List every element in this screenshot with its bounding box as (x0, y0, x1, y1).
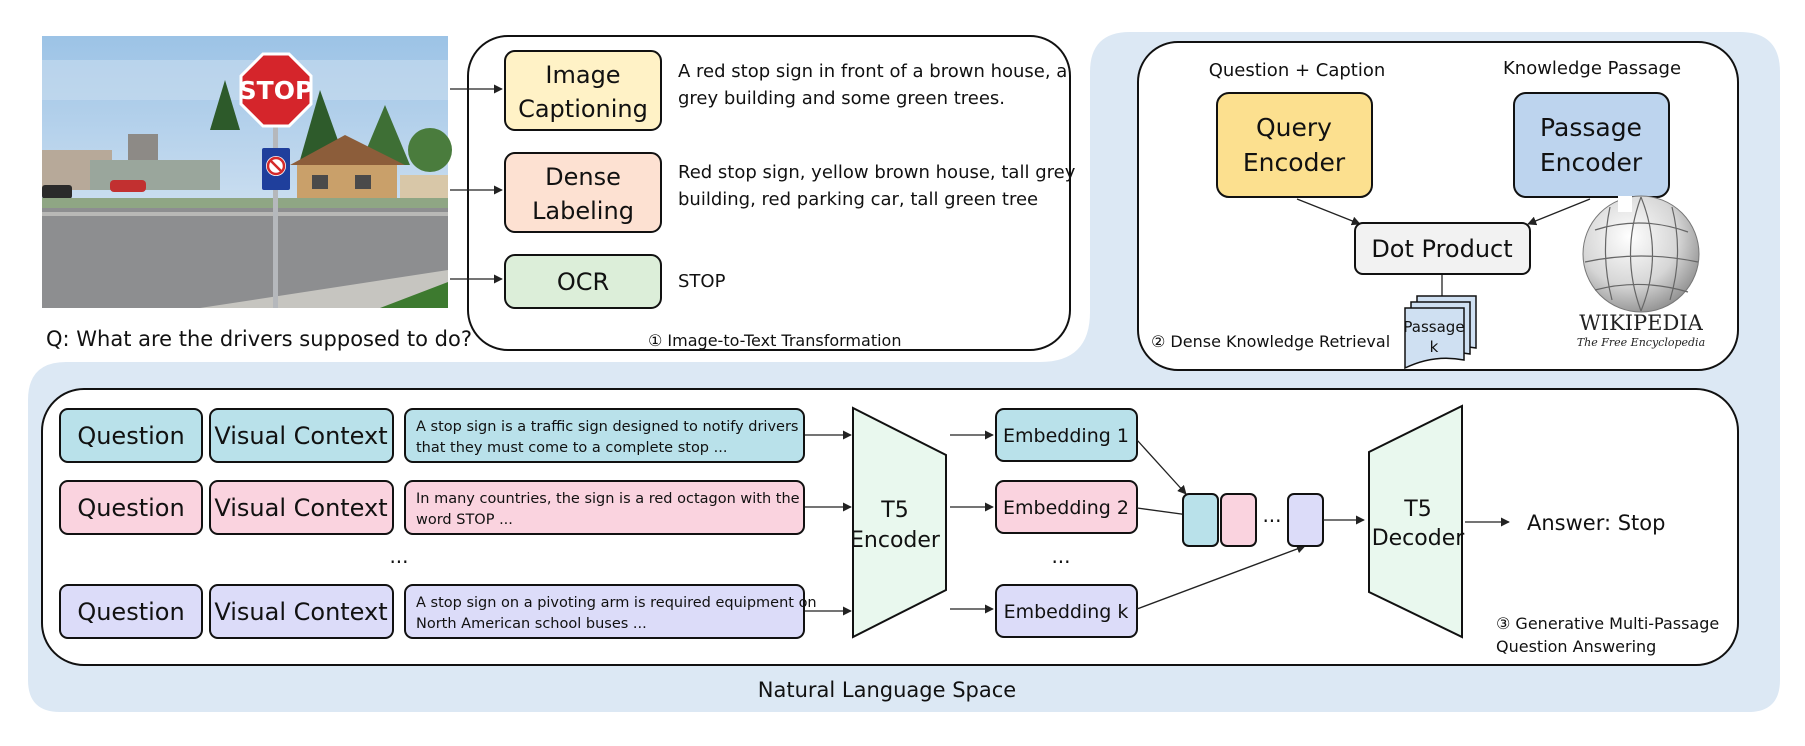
concat-block-1 (1182, 493, 1219, 547)
concat-block-2 (1220, 493, 1257, 547)
dense-labeling-label-2: Labeling (532, 197, 634, 225)
question-label-1: Question (77, 422, 184, 450)
wikipedia-tagline: The Free Encyclopedia (1577, 336, 1705, 349)
dense-label-output-1: Red stop sign, yellow brown house, tall … (678, 162, 1076, 183)
qa-caption-2: Question Answering (1496, 637, 1656, 656)
decoder-label-2: Decoder (1372, 526, 1466, 551)
passage-box-1 (404, 408, 805, 463)
retrieval-caption: ② Dense Knowledge Retrieval (1151, 332, 1390, 351)
question-label-2: Question (77, 494, 184, 522)
dot-product-box (1354, 222, 1531, 275)
embedding-label-2: Embedding 2 (1003, 497, 1129, 519)
visual-context-label-1: Visual Context (214, 422, 387, 450)
natural-language-space-label: Natural Language Space (758, 678, 1016, 702)
qa-caption-1: ③ Generative Multi-Passage (1496, 614, 1719, 633)
visual-context-label-3: Visual Context (214, 598, 387, 626)
passage-2-line-1: In many countries, the sign is a red oct… (416, 491, 800, 507)
encoder-label-2: Encoder (850, 528, 941, 553)
image-captioning-label-2: Captioning (518, 95, 648, 123)
passage-encoder-label-2: Encoder (1540, 148, 1643, 177)
t5-encoder (852, 406, 947, 639)
street-photo: STOP (42, 36, 452, 308)
encoder-label-1: T5 (880, 498, 908, 523)
ocr-label: OCR (557, 268, 609, 296)
ocr-module (504, 254, 662, 309)
passage-1-line-2: that they must come to a complete stop .… (416, 440, 727, 456)
embedding-box-1 (995, 408, 1138, 462)
embedding-box-2 (995, 480, 1138, 534)
image-captioning-module (504, 50, 662, 131)
dot-product-label: Dot Product (1371, 235, 1512, 263)
transform-caption: ① Image-to-Text Transformation (648, 331, 901, 350)
passage-3-line-1: A stop sign on a pivoting arm is require… (416, 595, 817, 611)
passage-1-line-1: A stop sign is a traffic sign designed t… (416, 419, 798, 435)
wikipedia-logo: WIKIPEDIA The Free Encyclopedia (1577, 195, 1705, 349)
passage-document-icon: Passage k (1403, 295, 1477, 370)
image-captioning-label-1: Image (545, 61, 620, 89)
passage-3-line-2: North American school buses ... (416, 616, 647, 632)
passage-encoder (1513, 92, 1670, 198)
caption-output-2: grey building and some green trees. (678, 88, 1005, 109)
passage-2-line-2: word STOP ... (416, 512, 513, 528)
wikipedia-wordmark: WIKIPEDIA (1579, 311, 1703, 335)
t5-decoder (1368, 404, 1463, 639)
dense-labeling-label-1: Dense (545, 163, 621, 191)
visual-context-box-3 (209, 584, 394, 639)
passage-box-3 (404, 584, 805, 639)
dense-labeling-module (504, 152, 662, 233)
embedding-box-k (995, 584, 1138, 638)
query-encoder-label-1: Query (1256, 113, 1332, 142)
query-encoder-label-2: Encoder (1243, 148, 1346, 177)
visual-context-box-2 (209, 480, 394, 535)
passage-doc-label-2: k (1430, 338, 1439, 356)
passage-box-2 (404, 480, 805, 535)
question-box-2 (59, 480, 203, 535)
question-box-1 (59, 408, 203, 463)
question-label-3: Question (77, 598, 184, 626)
ocr-output: STOP (678, 271, 726, 292)
query-header: Question + Caption (1209, 60, 1386, 81)
embedding-label-1: Embedding 1 (1003, 425, 1129, 447)
caption-output-1: A red stop sign in front of a brown hous… (678, 61, 1067, 82)
dense-label-output-2: building, red parking car, tall green tr… (678, 189, 1038, 210)
passage-header: Knowledge Passage (1503, 58, 1681, 79)
embedding-label-k: Embedding k (1004, 601, 1129, 623)
decoder-label-1: T5 (1403, 497, 1431, 522)
rows-ellipsis: ... (389, 544, 408, 568)
question-text: Q: What are the drivers supposed to do? (46, 327, 472, 351)
answer-text: Answer: Stop (1527, 511, 1665, 535)
stop-sign-text: STOP (239, 76, 314, 105)
passage-doc-label-1: Passage (1403, 318, 1464, 336)
query-encoder (1216, 92, 1373, 198)
visual-context-box-1 (209, 408, 394, 463)
embedding-ellipsis: ... (1051, 544, 1070, 568)
visual-context-label-2: Visual Context (214, 494, 387, 522)
passage-encoder-label-1: Passage (1540, 113, 1642, 142)
question-box-3 (59, 584, 203, 639)
concat-block-k (1287, 493, 1324, 547)
concat-ellipsis: ... (1262, 503, 1281, 527)
